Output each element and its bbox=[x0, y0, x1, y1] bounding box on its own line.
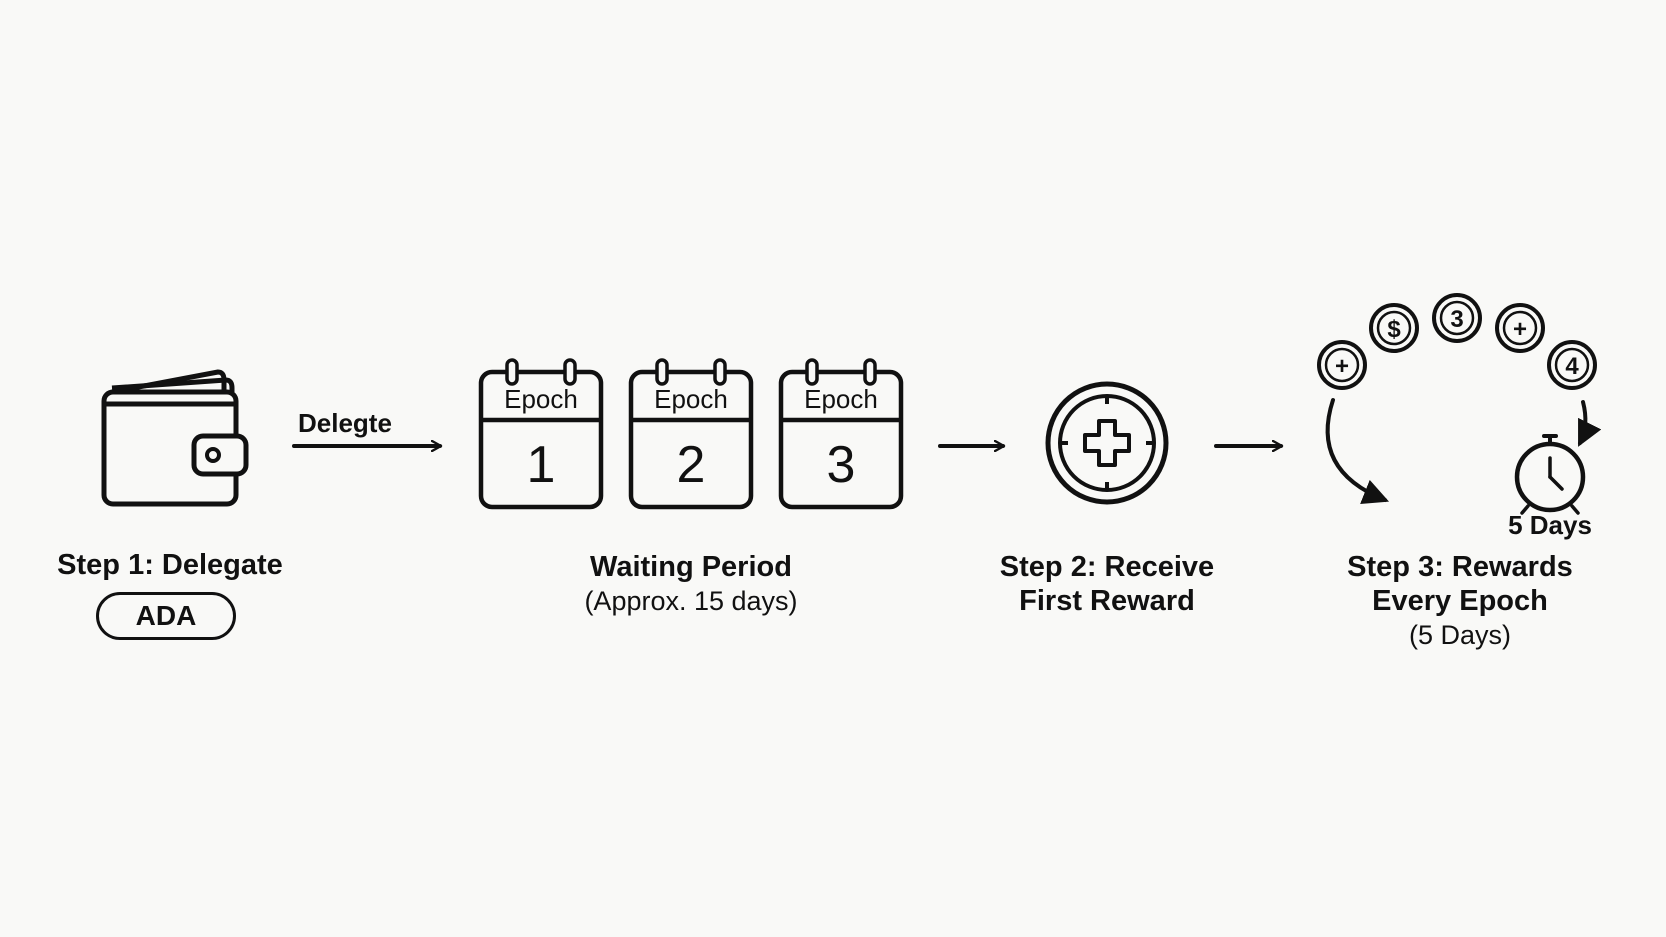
step2-title-line2: First Reward bbox=[1019, 585, 1195, 617]
step3-title-line2: Every Epoch bbox=[1372, 585, 1548, 617]
coin-icon: 3 bbox=[1432, 293, 1482, 343]
waiting-period-subtitle: (Approx. 15 days) bbox=[584, 586, 798, 616]
timer-label: 5 Days bbox=[1508, 510, 1592, 540]
epoch-word: Epoch bbox=[654, 384, 728, 414]
svg-text:3: 3 bbox=[1450, 306, 1463, 333]
coin-icon: + bbox=[1317, 340, 1367, 390]
curved-arrow-left bbox=[1325, 398, 1390, 505]
calendar-icon-epoch-3: Epoch 3 bbox=[778, 358, 904, 510]
wallet-icon bbox=[101, 369, 249, 507]
step1-title: Step 1: Delegate bbox=[57, 549, 283, 581]
delegate-arrow-label: Delegte bbox=[298, 408, 392, 438]
reward-coins-arc: + $ 3 + 4 bbox=[1317, 293, 1597, 390]
svg-text:$: $ bbox=[1387, 316, 1401, 343]
calendar-icon-epoch-1: Epoch 1 bbox=[478, 358, 604, 510]
coin-icon: 4 bbox=[1547, 340, 1597, 390]
coin-icon: $ bbox=[1369, 303, 1419, 353]
waiting-period-title: Waiting Period bbox=[590, 551, 792, 583]
epoch-number: 3 bbox=[827, 436, 856, 494]
step3-subtitle: (5 Days) bbox=[1408, 620, 1511, 650]
svg-text:+: + bbox=[1513, 316, 1527, 343]
calendar-icon-epoch-2: Epoch 2 bbox=[628, 358, 754, 510]
step2-title-line1: Step 2: Receive bbox=[999, 551, 1215, 583]
step3-title-line1: Step 3: Rewards bbox=[1347, 551, 1573, 583]
svg-text:4: 4 bbox=[1565, 353, 1579, 380]
coin-icon: + bbox=[1495, 303, 1545, 353]
curved-arrow-right bbox=[1578, 400, 1602, 447]
epoch-number: 2 bbox=[677, 436, 706, 494]
reward-coin-icon bbox=[1045, 381, 1169, 505]
epoch-word: Epoch bbox=[504, 384, 578, 414]
ada-token-badge: ADA bbox=[96, 592, 236, 640]
stopwatch-icon bbox=[1514, 434, 1586, 515]
epoch-word: Epoch bbox=[804, 384, 878, 414]
epoch-number: 1 bbox=[527, 436, 556, 494]
svg-text:+: + bbox=[1335, 353, 1349, 380]
